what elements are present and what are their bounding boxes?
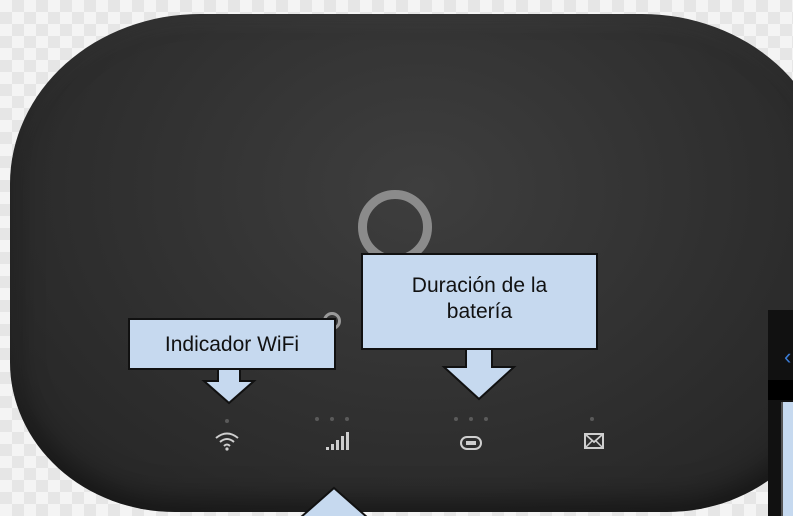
signal-led-2 xyxy=(330,417,334,421)
message-led xyxy=(590,417,594,421)
battery-icon xyxy=(460,436,482,450)
side-panel-fragment: ‹ xyxy=(768,310,793,516)
side-panel-box xyxy=(781,402,793,516)
chevron-left-icon: ‹ xyxy=(784,344,792,369)
callout-battery-line2: batería xyxy=(446,300,513,323)
battery-led-1 xyxy=(454,417,458,421)
arrow-down-wifi xyxy=(201,368,257,405)
callout-battery-duration: Duración de la batería xyxy=(361,253,598,350)
wifi-led xyxy=(225,419,229,423)
signal-led-3 xyxy=(345,417,349,421)
callout-battery-line1: Duración de la xyxy=(411,274,548,297)
battery-led-2 xyxy=(469,417,473,421)
wifi-icon xyxy=(215,432,239,451)
side-panel-band xyxy=(768,380,793,400)
callout-wifi-indicator: Indicador WiFi xyxy=(128,318,336,370)
arrow-down-battery xyxy=(441,348,517,401)
callout-wifi-label: Indicador WiFi xyxy=(164,333,300,356)
signal-icon xyxy=(326,432,349,450)
arrow-up-signal xyxy=(300,486,368,516)
signal-led-1 xyxy=(315,417,319,421)
message-icon xyxy=(584,433,604,449)
battery-led-3 xyxy=(484,417,488,421)
